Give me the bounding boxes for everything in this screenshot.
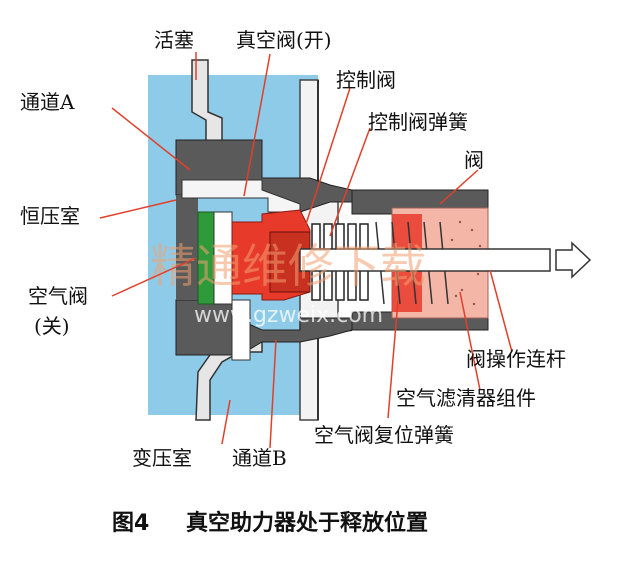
caption-title: 真空助力器处于释放位置 [186,510,428,536]
valve-body-hub [176,195,198,300]
label-valve-operating-rod: 阀操作连杆 [466,347,566,371]
label-constant-pressure-chamber: 恒压室 [20,204,80,228]
label-air-valve-return-spring: 空气阀复位弹簧 [314,423,454,447]
label-control-valve: 控制阀 [336,68,396,92]
watermark-url: www.gzweix.com [194,303,383,328]
release-direction-arrow [555,241,592,279]
label-valve: 阀 [464,148,484,172]
label-control-valve-spring: 控制阀弹簧 [368,110,468,134]
leader-lines [99,52,513,449]
label-air-filter-assembly: 空气滤清器组件 [396,386,536,410]
label-air-valve: 空气阀 [28,284,88,308]
piston-plate-bottom [195,337,263,421]
watermark-text: 精通维修下载 [150,239,426,293]
caption-number: 图4 [112,511,149,536]
label-channel-a: 通道A [20,90,75,114]
label-vacuum-valve: 真空阀(开) [236,28,332,52]
valve-operating-rod [299,248,551,272]
label-piston: 活塞 [154,28,194,52]
label-variable-pressure-chamber: 变压室 [132,446,192,470]
label-air-valve-state: (关) [34,314,70,338]
reaction-disc [231,299,251,361]
label-channel-b: 通道B [232,446,287,470]
